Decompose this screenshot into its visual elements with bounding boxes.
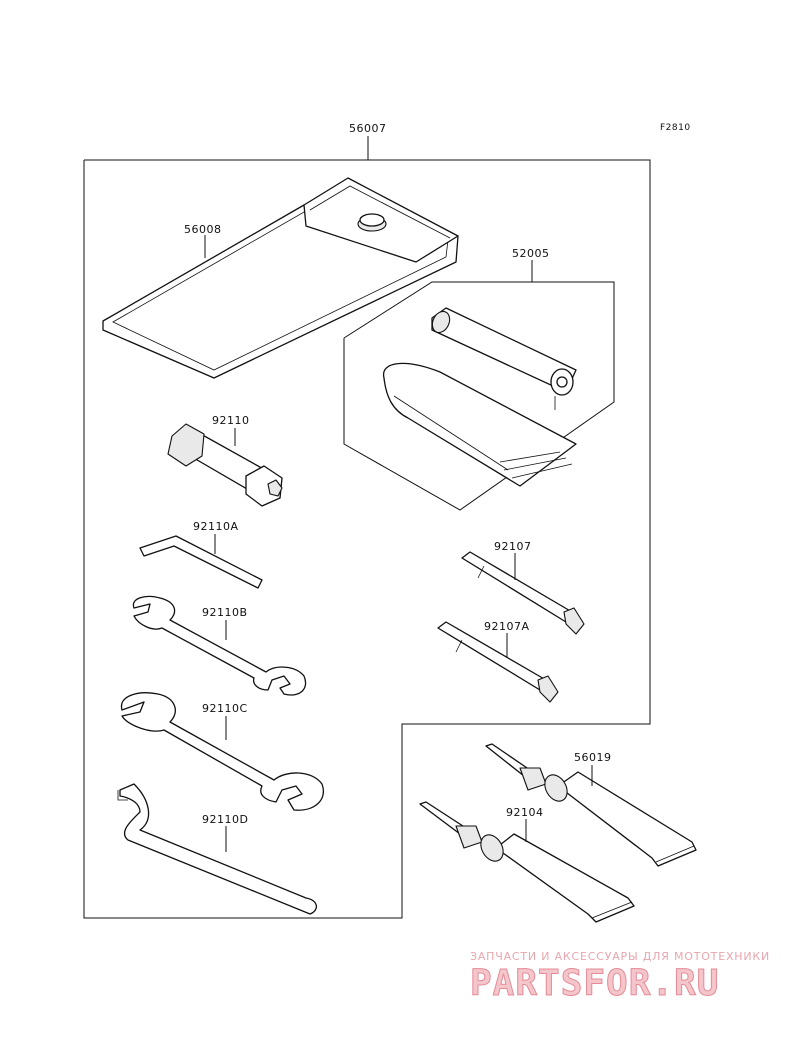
open-end-wrench-b xyxy=(132,595,307,696)
hook-wrench xyxy=(117,783,317,915)
watermark: ЗАПЧАСТИ И АКСЕССУАРЫ ДЛЯ МОТОТЕХНИКИ PA… xyxy=(470,950,790,1005)
label-screwdriver-a: 92107 xyxy=(494,540,532,553)
label-tool-kit: 56007 xyxy=(349,122,387,135)
label-hook-wrench: 92110D xyxy=(202,813,248,826)
tool-bag xyxy=(102,177,459,379)
screwdriver-b xyxy=(437,621,559,703)
grease-tube-upper xyxy=(485,743,697,867)
hex-wrench xyxy=(139,535,263,589)
label-hex-wrench: 92110A xyxy=(193,520,239,533)
label-plug-wrench: 92110 xyxy=(212,414,250,427)
watermark-tagline: ЗАПЧАСТИ И АКСЕССУАРЫ ДЛЯ МОТОТЕХНИКИ xyxy=(470,950,771,963)
label-tire-repair-kit: 52005 xyxy=(512,247,550,260)
tire-repair-kit xyxy=(343,260,615,511)
label-tube-lower: 92104 xyxy=(506,806,544,819)
label-tube-upper: 56019 xyxy=(574,751,612,764)
grease-tube-lower xyxy=(419,801,635,923)
label-tool-bag: 56008 xyxy=(184,223,222,236)
tool-kit-outline xyxy=(83,136,651,919)
figure-code: F2810 xyxy=(660,123,691,133)
watermark-brand-logo: PARTSFOR.RU xyxy=(470,963,720,1005)
label-wrench-b: 92110B xyxy=(202,606,248,619)
open-end-wrench-c xyxy=(120,692,324,811)
label-screwdriver-b: 92107A xyxy=(484,620,530,633)
screwdriver-a xyxy=(461,551,585,635)
plug-wrench xyxy=(167,423,283,507)
label-wrench-c: 92110C xyxy=(202,702,248,715)
